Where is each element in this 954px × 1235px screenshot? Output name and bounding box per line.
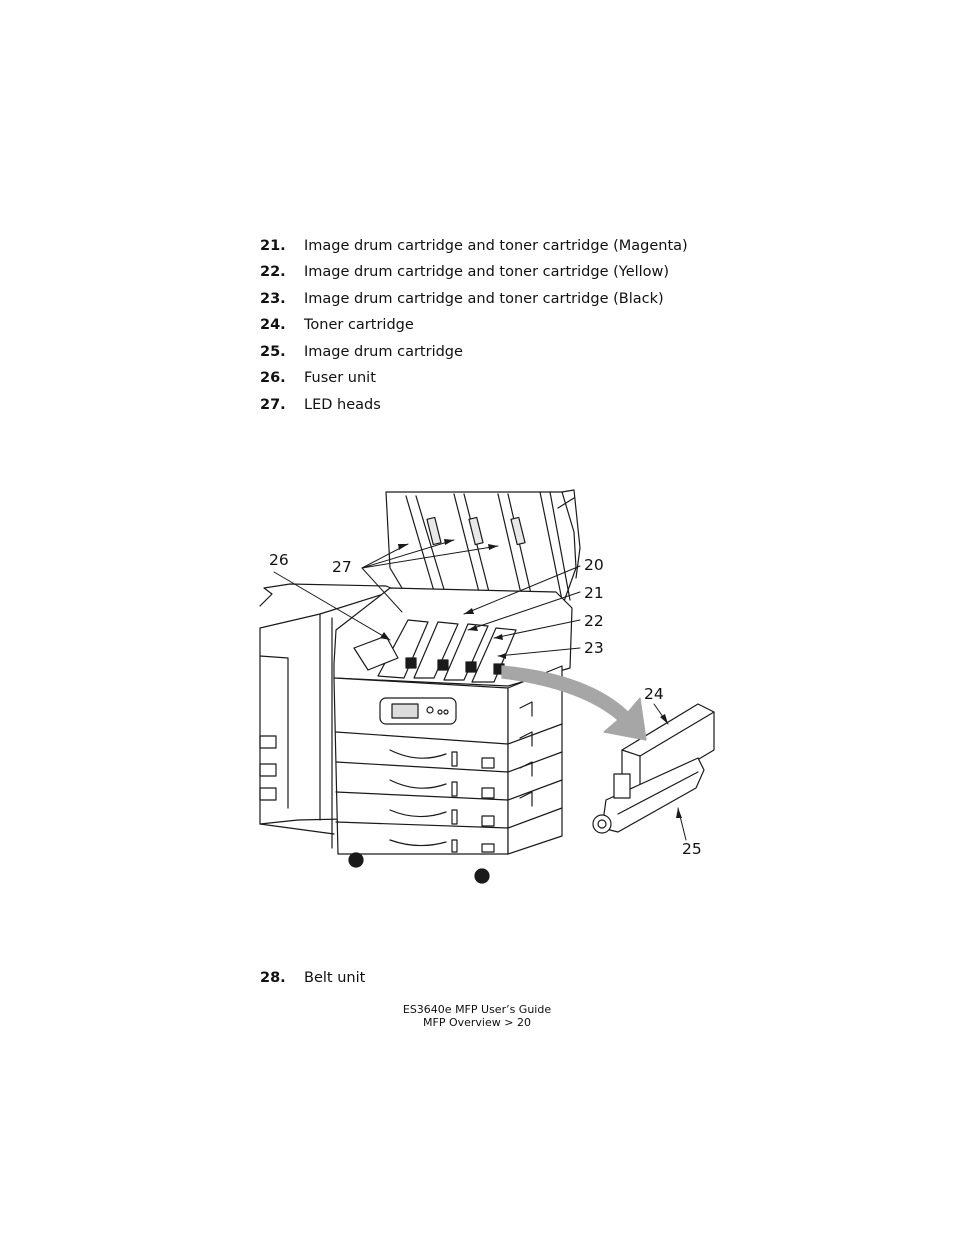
item-text: Image drum cartridge and toner cartridge… — [304, 291, 664, 307]
item-text: Image drum cartridge — [304, 344, 463, 360]
item-text: Image drum cartridge and toner cartridge… — [304, 264, 670, 280]
item-text: Belt unit — [304, 970, 366, 986]
item-number: 26. — [260, 370, 286, 386]
item-number: 24. — [260, 317, 286, 333]
printer-body — [333, 587, 573, 884]
top-cover — [385, 489, 581, 619]
callout-22: 22 — [584, 612, 604, 630]
footer-page-number: MFP Overview > 20 — [423, 1016, 531, 1029]
callout-arrowheads — [380, 539, 682, 818]
item-number: 25. — [260, 344, 286, 360]
callout-27: 27 — [332, 558, 352, 576]
detached-cartridge — [592, 703, 715, 834]
callout-24: 24 — [644, 685, 664, 703]
item-number: 28. — [260, 970, 286, 986]
callout-26: 26 — [269, 551, 289, 569]
callout-25: 25 — [682, 840, 702, 858]
item-number: 21. — [260, 238, 286, 254]
footer-guide-title: ES3640e MFP User’s Guide — [402, 1003, 552, 1016]
printer-illustration — [259, 489, 715, 884]
removal-arrow — [501, 665, 647, 741]
item-text: Fuser unit — [304, 370, 376, 386]
callout-20: 20 — [584, 556, 604, 574]
item-text: LED heads — [304, 397, 381, 413]
item-number: 22. — [260, 264, 286, 280]
cartridges — [353, 619, 517, 683]
callout-21: 21 — [584, 584, 604, 602]
item-text: Toner cartridge — [304, 317, 414, 333]
item-text: Image drum cartridge and toner cartridge… — [304, 238, 688, 254]
callout-lines — [273, 539, 687, 841]
item-number: 27. — [260, 397, 286, 413]
item-number: 23. — [260, 291, 286, 307]
callout-23: 23 — [584, 639, 604, 657]
